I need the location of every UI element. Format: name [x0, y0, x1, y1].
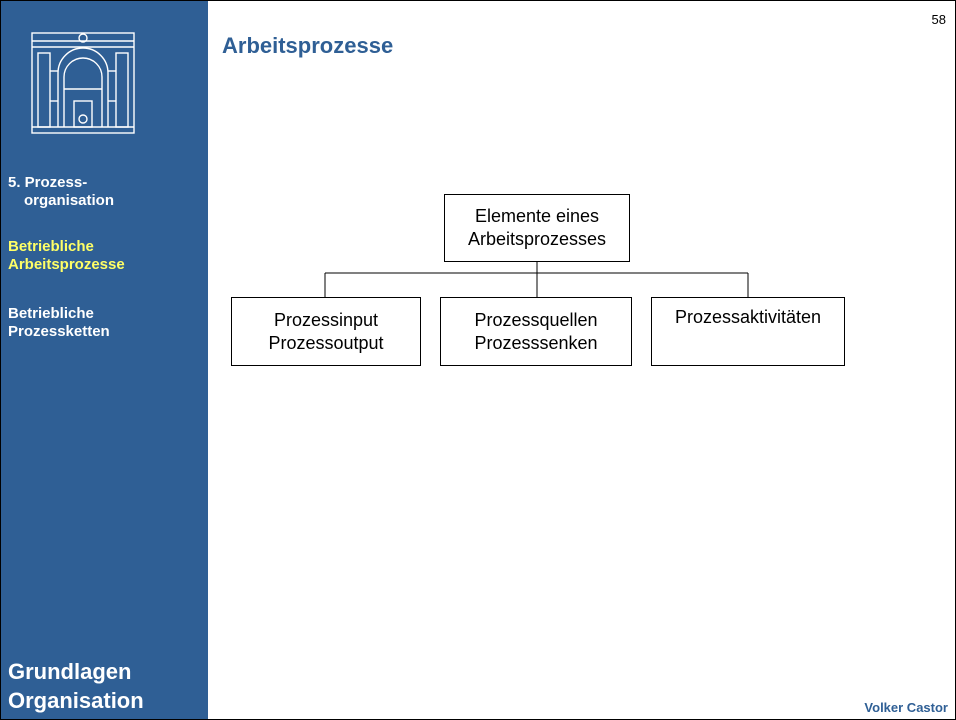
node-label: Arbeitsprozesses [467, 229, 607, 249]
gate-logo-icon [31, 32, 135, 134]
sidebar-item-label: organisation [24, 192, 115, 209]
node-label: Prozessaktivitäten [674, 307, 822, 327]
sidebar-item-betriebliche-prozessketten[interactable]: Betriebliche Prozessketten [8, 305, 110, 341]
page-number: 58 [931, 12, 946, 27]
diagram-child-node-prozessinput: Prozessinput Prozessoutput [231, 297, 421, 366]
sidebar-item-prozessorganisation[interactable]: 5. Prozess- organisation [8, 174, 114, 210]
brand-line: Organisation [8, 688, 144, 713]
node-label: Prozessoutput [268, 332, 384, 353]
diagram-child-node-prozessaktivitaeten: Prozessaktivitäten [651, 297, 845, 366]
page-title: Arbeitsprozesse [222, 33, 394, 58]
sidebar-item-label: Betriebliche [8, 305, 94, 322]
sidebar-item-label: 5. Prozess- [8, 174, 88, 191]
sidebar-item-label: Prozessketten [8, 323, 110, 340]
node-label: Prozessquellen [474, 309, 598, 330]
node-label: Prozesssenken [474, 332, 598, 353]
sidebar-item-label: Arbeitsprozesse [8, 256, 125, 273]
diagram-root-node: Elemente eines Arbeitsprozesses [444, 194, 630, 262]
diagram-child-node-prozessquellen: Prozessquellen Prozesssenken [440, 297, 632, 366]
author-footer: Volker Castor [864, 700, 948, 715]
brand-line: Grundlagen [8, 659, 132, 684]
sidebar-item-label: Betriebliche [8, 238, 94, 255]
node-label: Prozessinput [273, 309, 379, 330]
brand-text: Grundlagen Organisation [8, 657, 144, 715]
node-label: Elemente eines [474, 206, 600, 226]
sidebar: 5. Prozess- organisation Betriebliche Ar… [0, 0, 208, 720]
sidebar-item-betriebliche-arbeitsprozesse[interactable]: Betriebliche Arbeitsprozesse [8, 238, 125, 274]
